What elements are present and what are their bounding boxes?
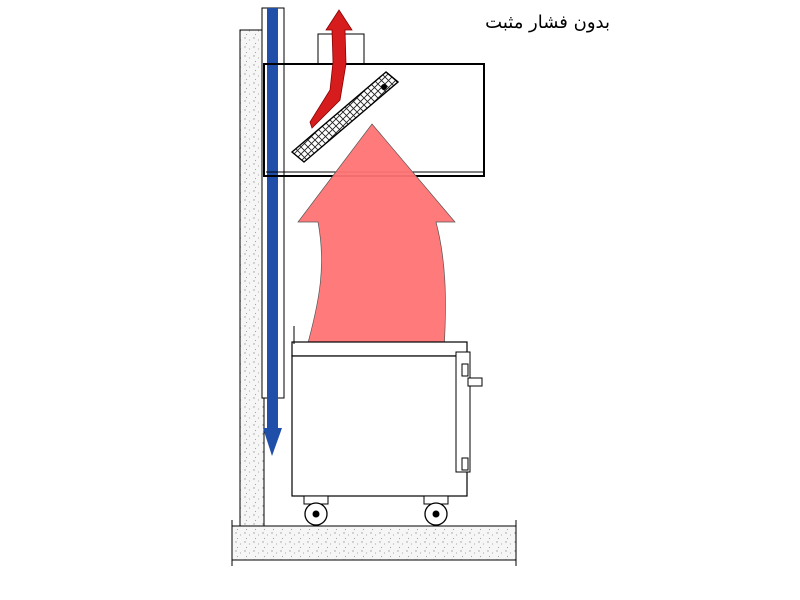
- right-caster: [423, 495, 449, 526]
- heat-plume-up-arrow: [297, 123, 456, 351]
- left-caster: [303, 495, 329, 526]
- floor-slab: [231, 520, 517, 566]
- wall: [239, 29, 265, 527]
- grease-filter: [290, 71, 400, 163]
- supply-air-down-arrow: [261, 7, 285, 456]
- caption-no-positive-pressure: بدون فشار مثبت: [485, 12, 610, 33]
- cooking-range: [291, 326, 483, 497]
- exhaust-up-arrow: [309, 9, 353, 129]
